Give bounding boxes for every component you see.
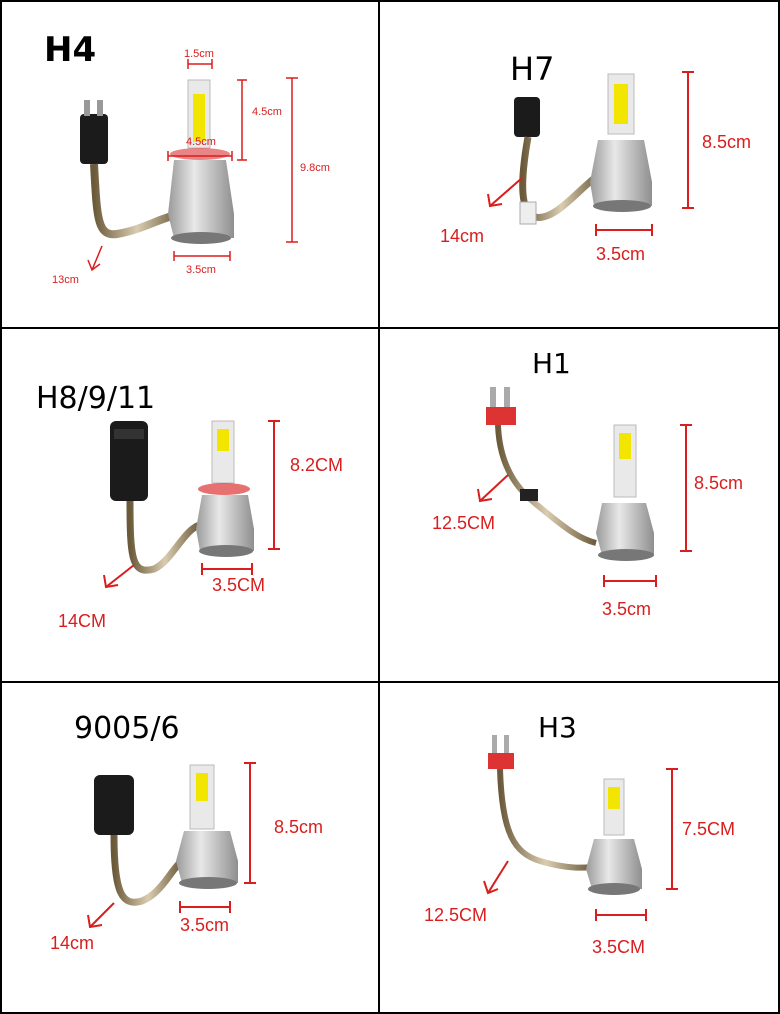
panel-title: H7 <box>510 50 555 88</box>
h1-wire-caps <box>486 407 516 425</box>
h1-bulb-illustration <box>477 387 692 587</box>
h4-cable <box>90 163 181 239</box>
h8-heatsink <box>196 495 254 551</box>
h3-wire-caps <box>488 753 514 769</box>
led-height-label: 4.5cm <box>252 106 282 118</box>
led-width-label: 1.5cm <box>184 48 214 60</box>
h3-cable <box>497 768 593 871</box>
base-width-label: 3.5cm <box>186 264 216 276</box>
cable-length-label: 14cm <box>50 933 95 953</box>
base-width-label: 3.5cm <box>180 915 230 935</box>
h8-bulb-illustration <box>103 420 280 589</box>
base-width-label: 3.5cm <box>602 599 652 619</box>
h3-heatsink <box>586 839 642 889</box>
h4-bulb-illustration <box>80 59 298 272</box>
base-width-label: 3.5cm <box>596 244 646 264</box>
panel-title: H3 <box>538 711 577 744</box>
h4-connector <box>80 114 108 164</box>
h8-cable <box>126 500 202 574</box>
panel-h7: H7 8.5cm 3.5cm 14cm <box>378 0 780 329</box>
h1-heatsink <box>596 503 654 555</box>
total-height-label: 8.5cm <box>702 132 752 152</box>
total-height-label: 7.5CM <box>682 819 736 839</box>
base-width-label: 3.5CM <box>212 575 266 595</box>
panel-title: 9005/6 <box>74 711 180 746</box>
h3-bulb-illustration <box>483 735 678 921</box>
total-height-label: 8.5cm <box>274 817 324 837</box>
total-height-label: 8.5cm <box>694 473 744 493</box>
h7-bulb-illustration <box>487 71 694 236</box>
cable-length-label: 12.5CM <box>424 905 488 925</box>
9005-bulb-illustration <box>87 762 256 929</box>
h8-connector <box>110 421 148 501</box>
9005-heatsink <box>176 831 238 883</box>
h4-heatsink <box>168 160 234 238</box>
h7-heatsink <box>590 140 652 206</box>
panel-h8-9-11: H8/9/11 8.2CM 3.5CM 14CM <box>0 327 380 683</box>
cable-length-label: 14cm <box>440 226 485 246</box>
h7-connector <box>514 97 540 137</box>
panel-9005-6: 9005/6 8.5cm 3.5cm 14cm <box>0 681 380 1014</box>
cable-length-label: 12.5CM <box>432 513 496 533</box>
panel-title: H1 <box>532 347 571 380</box>
panel-h4: H4 1.5cm 4.5cm 4.5cm 9.8cm 3.5cm 13cm <box>0 0 380 329</box>
9005-connector <box>94 775 134 835</box>
flange-width-label: 4.5cm <box>186 136 216 148</box>
base-width-label: 3.5CM <box>592 937 646 957</box>
h1-cable <box>495 424 597 546</box>
total-height-label: 8.2CM <box>290 455 344 475</box>
panel-title: H4 <box>44 30 97 70</box>
cable-length-label: 14CM <box>58 611 107 631</box>
panel-h3: H3 7.5CM 3.5CM 12.5CM <box>378 681 780 1014</box>
total-height-label: 9.8cm <box>300 162 330 174</box>
cable-length-label: 13cm <box>52 274 79 286</box>
panel-title: H8/9/11 <box>36 381 156 416</box>
9005-cable <box>110 834 185 906</box>
panel-h1: H1 8.5cm 3.5cm 12.5CM <box>378 327 780 683</box>
